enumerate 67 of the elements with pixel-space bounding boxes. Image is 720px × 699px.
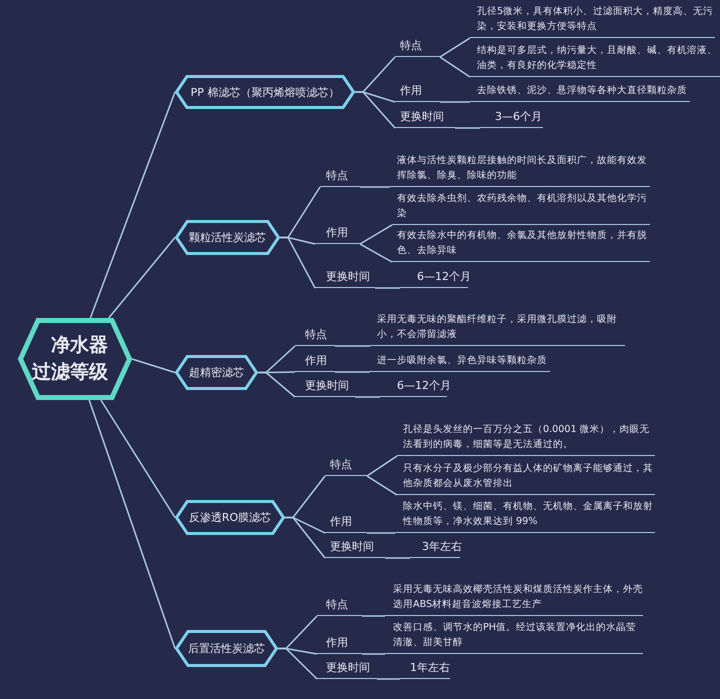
branch-label: 作用 [317,634,362,654]
branch-text: 只有水分子及极少部分有益人体的矿物离子能够通过，其他杂质都会从废水管排出 [397,464,655,495]
connector-line [335,371,370,373]
connector-line [440,37,470,58]
branch-text: 改善口感、调节水的PH值。经过该装置净化出的水晶莹清澈、甜美甘醇 [385,623,643,654]
hexagon-node: 净水器过滤等级 [18,318,132,400]
branch-label: 更换时间 [395,108,455,128]
connector-line [360,186,390,188]
branch-text: 去除铁锈、泥沙、悬浮物等各种大直径颗粒杂质 [470,82,690,102]
connector-line [440,101,470,103]
connector-line [355,91,396,128]
connector-line [375,287,400,289]
branch-text: 结构是可多层式，纳污量大，且耐酸、碱、有机溶液、油类，有良好的化学稳定性 [470,42,720,77]
branch-label: 特点 [395,38,440,57]
branch-label: 特点 [325,456,367,476]
connector-line [440,56,470,78]
branch-text: 1年左右 [400,659,450,679]
connector-line [258,372,296,398]
branch-label: 作用 [315,224,360,244]
branch-label: 更换时间 [315,268,375,288]
connector-line [108,237,176,318]
connector-line [132,358,176,374]
hexagon-node: 超精密滤芯 [175,355,258,390]
connector-line [360,224,392,245]
connector-line [278,648,318,680]
connector-line [377,678,400,680]
connector-line [285,516,326,558]
connector-line [366,475,398,496]
connector-line [88,400,176,649]
branch-text: 有效去除杀虫剂、农药残余物、有机溶剂以及其他化学污染 [392,194,650,225]
branch-text: 6—12个月 [380,377,447,397]
connector-line [100,400,176,518]
connector-line [362,653,385,655]
connector-line [335,345,370,347]
branch-text: 孔径5微米，具有体积小、过滤面积大，精度高、无污染，安装和更换方便等特点 [470,4,715,38]
branch-text: 进一步吸附余氯、异色异味等颗粒杂质 [370,352,550,372]
branch-label: 作用 [295,352,335,372]
branch-text: 3—6个月 [480,108,543,128]
branch-text: 采用无毒无味高效椰壳活性炭和煤质活性炭作主体，外壳选用ABS材料超音波熔接工艺生产 [385,585,643,616]
connector-line [90,92,176,318]
connector-line [385,557,410,559]
branch-text: 6—12个月 [400,268,468,288]
branch-label: 更换时间 [325,538,385,558]
branch-label: 作用 [325,513,367,533]
connector-line [355,396,380,398]
branch-text: 除水中钙、镁、细菌、有机物、无机物、金属离子和放射性物质等，净水效果达到 99% [395,502,655,533]
connector-line [280,236,316,288]
connector-line [366,455,398,477]
branch-label: 更换时间 [317,659,377,679]
branch-label: 特点 [295,327,335,346]
branch-text: 液体与活性炭颗粒层接触的时间长及面积广，故能有效发挥除氯、除臭、除味的功能 [390,156,650,187]
hexagon-node: 反渗透RO膜滤芯 [175,500,285,535]
connector-line [455,127,480,129]
connector-line [362,615,385,617]
branch-text: 采用无毒无味的聚酯纤维粒子，采用微孔膜过滤，吸附小，不会滞留滤液 [370,316,625,346]
branch-text: 有效去除水中的有机物、余氯及其他放射性物质，并有脱色、去除异味 [392,231,650,262]
hexagon-node: 颗粒活性炭滤芯 [175,220,280,255]
branch-text: 3年左右 [410,538,460,558]
branch-label: 更换时间 [295,377,355,397]
connector-line [360,243,392,263]
connector-line [367,532,395,534]
branch-label: 特点 [320,167,360,187]
hexagon-node: PP 棉滤芯（聚丙烯熔喷滤芯） [175,75,355,109]
hexagon-node: 后置活性炭滤芯 [175,630,278,667]
branch-text: 孔径是头发丝的一百万分之五（0.0001 微米），肉眼无法看到的病毒，细菌等是无法通过的。 [397,425,655,456]
branch-label: 作用 [395,82,440,102]
branch-label: 特点 [317,596,362,616]
